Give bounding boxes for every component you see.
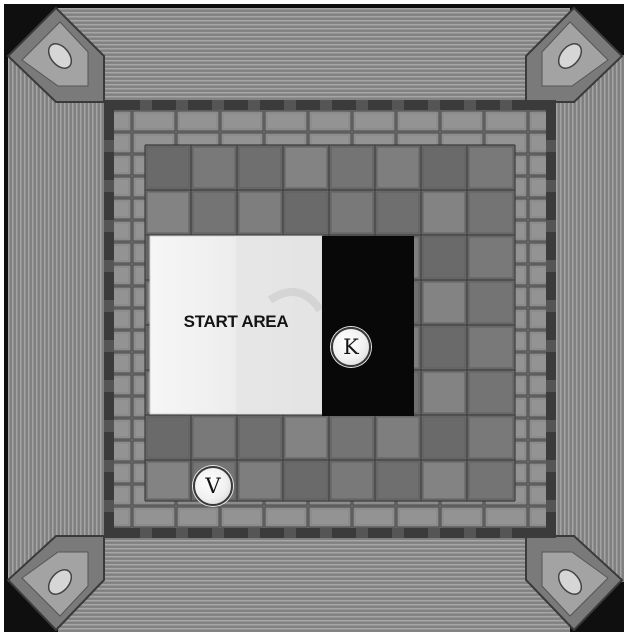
floor-tile xyxy=(423,327,465,368)
token-k-label: K xyxy=(343,335,359,359)
floor-tile xyxy=(285,417,327,458)
floor-tile xyxy=(331,417,373,458)
token-v-label: V xyxy=(205,474,220,498)
floor-tile xyxy=(147,417,189,458)
floor-tile xyxy=(423,372,465,413)
floor-tile xyxy=(285,147,327,188)
floor-tile xyxy=(147,192,189,233)
token-k[interactable]: K xyxy=(331,327,371,367)
floor-tile xyxy=(469,462,513,499)
floor-tile xyxy=(423,462,465,499)
floor-tile xyxy=(423,282,465,323)
floor-tile xyxy=(423,237,465,278)
floor-tile xyxy=(377,417,419,458)
floor-tile xyxy=(147,147,189,188)
floor-tile xyxy=(193,147,235,188)
floor-tile xyxy=(469,417,513,458)
floor-tile xyxy=(469,192,513,233)
start-area-label: START AREA xyxy=(150,312,322,332)
floor-tile xyxy=(193,192,235,233)
floor-tile xyxy=(377,147,419,188)
floor-tile xyxy=(469,237,513,278)
dark-zone xyxy=(322,236,414,416)
floor-tile xyxy=(331,192,373,233)
floor-tile xyxy=(239,417,281,458)
floor-tile xyxy=(239,147,281,188)
floor-tile xyxy=(285,462,327,499)
floor-tile xyxy=(469,147,513,188)
floor-tile xyxy=(469,282,513,323)
floor-tile xyxy=(423,417,465,458)
floor-tile xyxy=(377,462,419,499)
floor-tile xyxy=(377,192,419,233)
floor-tile xyxy=(469,327,513,368)
floor-tile xyxy=(423,192,465,233)
floor-tile xyxy=(239,462,281,499)
floor-tile xyxy=(239,192,281,233)
floor-tile xyxy=(285,192,327,233)
token-v[interactable]: V xyxy=(193,466,233,506)
floor-tile xyxy=(423,147,465,188)
floor-tile xyxy=(331,147,373,188)
floor-tile xyxy=(331,462,373,499)
floor-tile xyxy=(469,372,513,413)
floor-tile xyxy=(193,417,235,458)
floor-tile xyxy=(147,462,189,499)
